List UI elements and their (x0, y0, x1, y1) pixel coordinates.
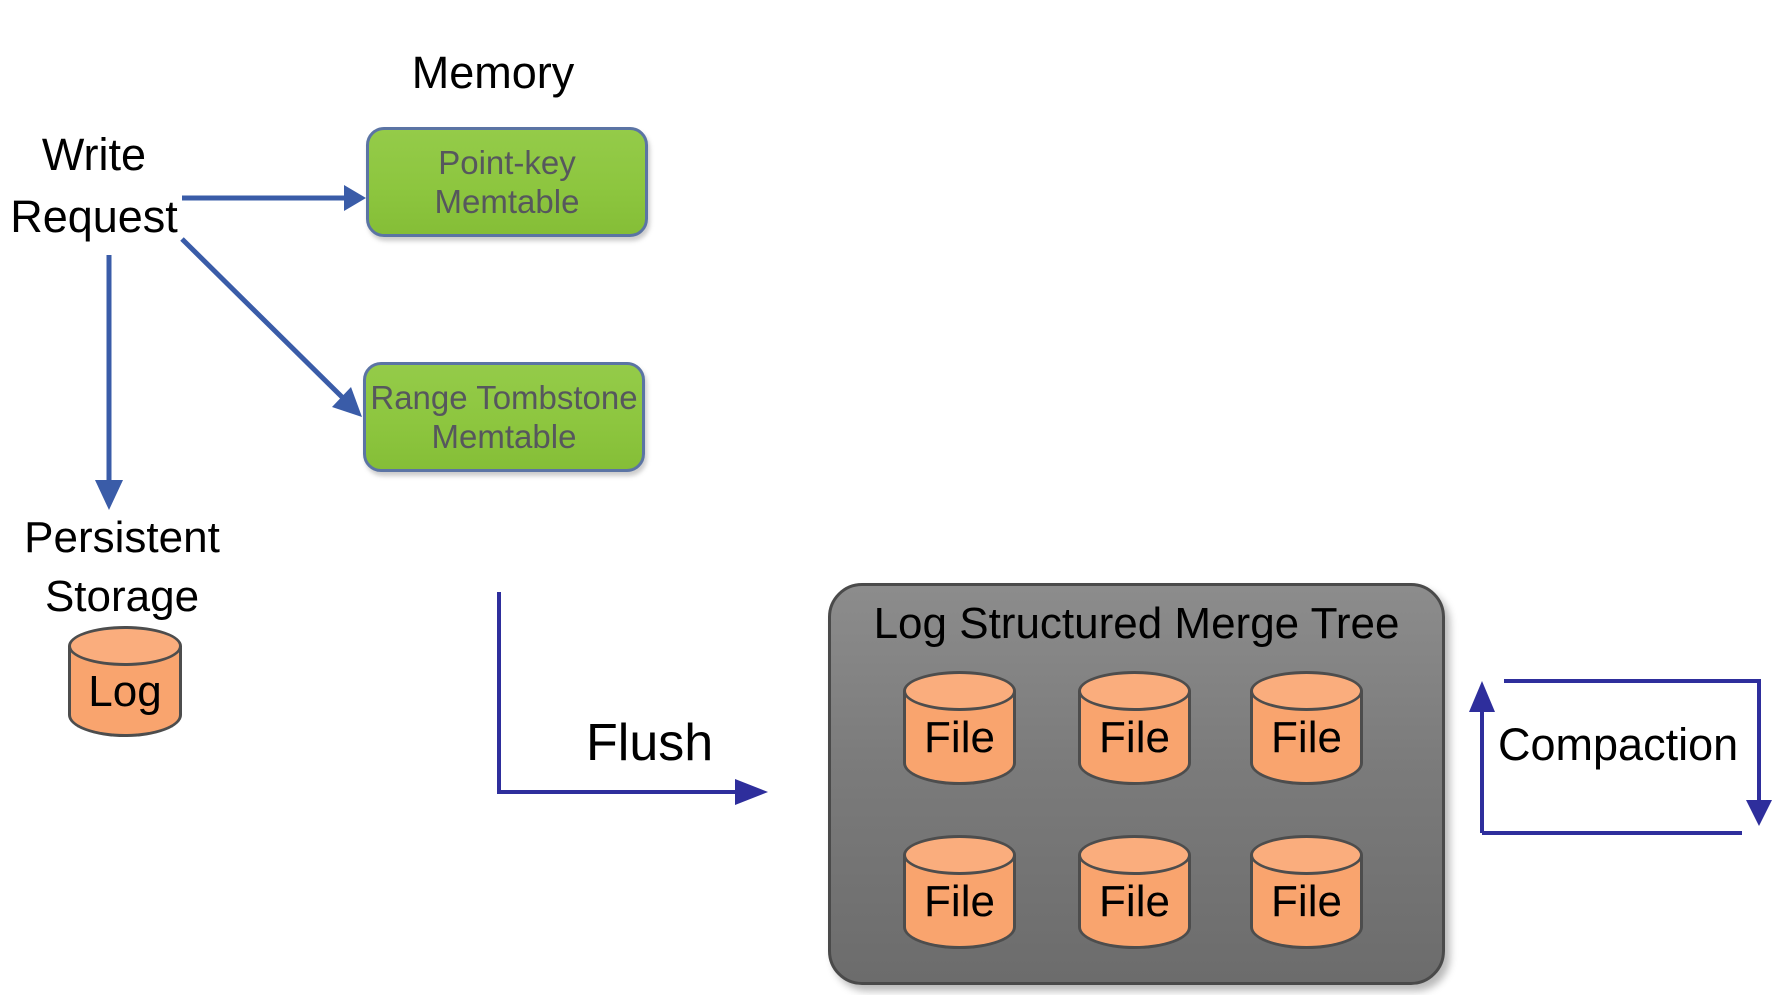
file-cylinder: File (1078, 835, 1191, 949)
arrowhead-right-icon (735, 779, 768, 805)
range-tombstone-line1: Range Tombstone (370, 379, 638, 416)
persistent-storage-line1: Persistent (24, 513, 220, 562)
point-key-line2: Memtable (434, 183, 580, 220)
cylinder-body (903, 691, 1016, 785)
file-label: File (1271, 713, 1342, 762)
arrowhead-down-icon (95, 480, 123, 510)
lsm-tree-title: Log Structured Merge Tree (873, 599, 1400, 648)
arrowhead-up-icon (1469, 681, 1495, 712)
write-request-line2: Request (10, 191, 178, 242)
file-label: File (1099, 877, 1170, 926)
log-label: Log (88, 666, 162, 716)
log-cylinder: Log (68, 626, 182, 737)
file-cylinder: File (1250, 671, 1363, 785)
cylinder-top (1078, 671, 1191, 711)
point-key-memtable-box: Point-key Memtable (366, 127, 648, 237)
persistent-storage-line2: Storage (44, 572, 200, 621)
file-label: File (924, 713, 995, 762)
range-tombstone-memtable-box: Range Tombstone Memtable (363, 362, 645, 472)
flush-label: Flush (586, 714, 714, 772)
write-request-label: Write Request (10, 124, 178, 248)
persistent-storage-label: Persistent Storage (24, 508, 220, 626)
file-cylinder: File (903, 835, 1016, 949)
write-request-line1: Write (41, 129, 147, 180)
cylinder-top (1250, 835, 1363, 875)
arrow-write-to-point-key (182, 185, 366, 211)
point-key-line1: Point-key (438, 144, 576, 181)
cylinder-top (903, 671, 1016, 711)
arrow-write-to-persistent-storage (95, 255, 123, 510)
arrowhead-diagonal-icon (332, 387, 362, 417)
arrowhead-down-icon (1746, 800, 1772, 826)
file-label: File (1271, 877, 1342, 926)
cylinder-top (1250, 671, 1363, 711)
file-label: File (924, 877, 995, 926)
cylinder-top (68, 626, 182, 666)
memory-title: Memory (411, 47, 575, 98)
compaction-label: Compaction (1498, 719, 1739, 770)
cylinder-top (1078, 835, 1191, 875)
lsm-tree-box: Log Structured Merge Tree File File File… (828, 583, 1445, 985)
cylinder-top (903, 835, 1016, 875)
range-tombstone-line2: Memtable (431, 418, 577, 455)
file-cylinder: File (1250, 835, 1363, 949)
file-cylinder: File (1078, 671, 1191, 785)
file-cylinder: File (903, 671, 1016, 785)
file-label: File (1099, 713, 1170, 762)
arrow-write-to-range-tombstone (180, 237, 362, 417)
arrowhead-right-icon (344, 185, 366, 211)
arrow-flush (497, 592, 768, 805)
